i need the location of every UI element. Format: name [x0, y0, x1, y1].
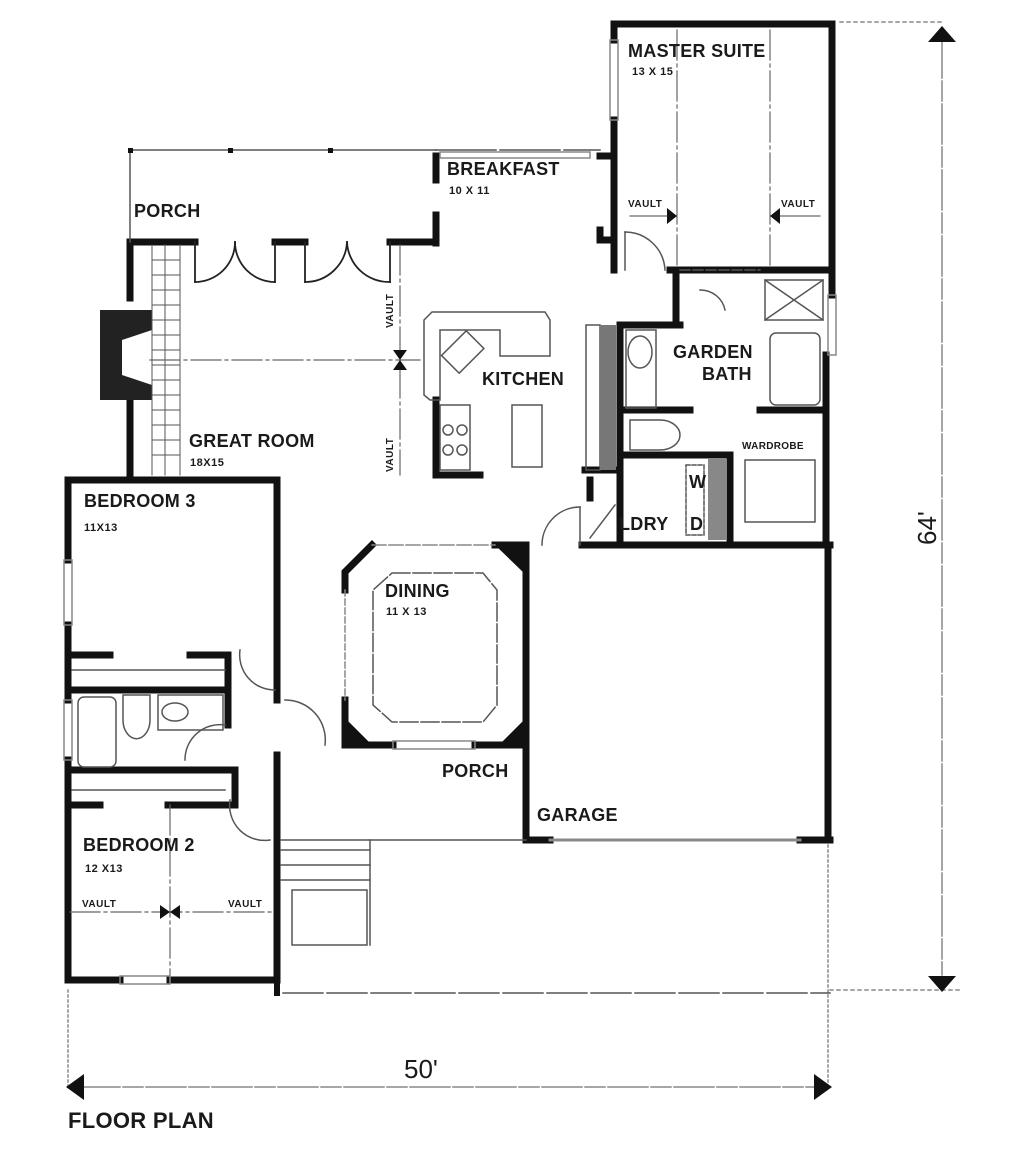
- room-label-dining: DINING: [385, 581, 450, 601]
- room-label-great-room: GREAT ROOM: [189, 431, 315, 451]
- room-label-garden-bath-line2: BATH: [702, 364, 752, 384]
- kitchen-island: [511, 404, 543, 468]
- room-label-front-porch: PORCH: [442, 761, 509, 781]
- dining-corner: [345, 718, 372, 745]
- dimension-depth: [829, 21, 961, 991]
- dining-corner: [499, 718, 526, 745]
- vault-marker-icon: [160, 905, 180, 919]
- vault-label: VAULT: [385, 437, 396, 472]
- vault-marker-icon: [393, 350, 407, 370]
- room-label-master-suite: MASTER SUITE: [628, 41, 766, 61]
- room-size-breakfast: 10 X 11: [449, 185, 490, 197]
- vault-label: VAULT: [385, 293, 396, 328]
- master-bath-fixtures: [541, 231, 825, 546]
- room-size-master-suite: 13 X 15: [632, 66, 674, 78]
- washer-label: W: [689, 472, 707, 492]
- kitchen-counters: [423, 311, 616, 471]
- dining-table-outline: [372, 572, 498, 723]
- vault-label: VAULT: [628, 199, 663, 210]
- vault-label: VAULT: [82, 899, 117, 910]
- arrow-up-icon: [928, 26, 956, 42]
- hall-bath-fixtures: [71, 649, 327, 842]
- overall-depth-label: 64': [912, 511, 942, 545]
- arrow-right-icon: [814, 1074, 832, 1100]
- room-size-dining: 11 X 13: [386, 606, 427, 618]
- room-label-kitchen: KITCHEN: [482, 369, 565, 389]
- overall-width-label: 50': [404, 1054, 438, 1084]
- room-label-bedroom2: BEDROOM 2: [83, 835, 195, 855]
- room-label-wardrobe: WARDROBE: [742, 441, 804, 452]
- room-label-breakfast: BREAKFAST: [447, 159, 560, 179]
- vault-label: VAULT: [781, 199, 816, 210]
- arrow-down-icon: [928, 976, 956, 992]
- vault-label: VAULT: [228, 899, 263, 910]
- room-size-bedroom2: 12 X13: [85, 863, 123, 875]
- vault-arrow-icon: [667, 208, 677, 224]
- room-label-rear-porch: PORCH: [134, 201, 201, 221]
- room-label-laundry: LDRY: [619, 514, 669, 534]
- vault-arrow-icon: [770, 208, 780, 224]
- plan-title: FLOOR PLAN: [68, 1108, 214, 1133]
- room-label-bedroom3: BEDROOM 3: [84, 491, 196, 511]
- room-label-garage: GARAGE: [537, 805, 618, 825]
- dimension-width: [67, 844, 829, 1091]
- french-doors: [194, 241, 391, 283]
- front-porch-outline: [276, 838, 831, 994]
- arrow-left-icon: [66, 1074, 84, 1100]
- windows: [63, 39, 837, 985]
- dining-corner: [495, 545, 526, 575]
- walls: [64, 20, 836, 984]
- room-size-great-room: 18X15: [190, 457, 225, 469]
- rear-porch-outline: [129, 149, 601, 243]
- fireplace: [100, 310, 152, 400]
- room-label-garden-bath-line1: GARDEN: [673, 342, 753, 362]
- dryer-label: D: [690, 514, 704, 534]
- room-size-bedroom3: 11X13: [84, 522, 118, 534]
